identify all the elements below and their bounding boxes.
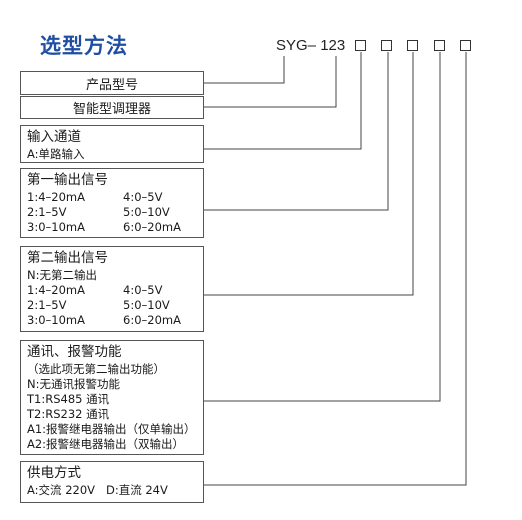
box-comm-alarm: 通讯、报警功能 （选此项无第二输出功能） N:无通讯报警功能 T1:RS485 … [20,340,204,455]
input-channel-option: A:单路输入 [27,147,85,161]
model-prefix: SYG– [276,37,317,54]
first-output-option: 4:0–5V [123,190,163,204]
connector-input [203,52,362,150]
first-output-option: 3:0–10mA [27,220,85,234]
connector-comm-alarm [203,52,441,402]
first-output-option: 5:0–10V [123,205,170,219]
power-title: 供电方式 [27,465,81,481]
connector-first-output [203,52,389,211]
code-slot-3 [407,40,418,51]
first-output-option: 6:0–20mA [123,220,181,234]
model-number: 123 [320,37,346,54]
box-power: 供电方式 A:交流 220V D:直流 24V [20,461,204,503]
power-option-ac: A:交流 220V [27,483,96,497]
second-output-title: 第二输出信号 [27,250,108,266]
code-slot-1 [355,40,366,51]
comm-alarm-line: （选此项无第二输出功能） [27,362,165,376]
comm-alarm-title: 通讯、报警功能 [27,344,122,360]
connector-power [203,52,467,486]
first-output-title: 第一输出信号 [27,172,108,188]
comm-alarm-line: A2:报警继电器输出（双输出） [27,437,185,451]
second-output-option: 5:0–10V [123,298,170,312]
box-product-model-label: 产品型号 [85,77,138,93]
second-output-option: 1:4–20mA [27,283,85,297]
box-input-channel: 输入通道 A:单路输入 [20,125,204,163]
code-slot-2 [381,40,392,51]
second-output-option: 3:0–10mA [27,313,85,327]
second-output-option: 2:1–5V [27,298,67,312]
connector-second-output [203,52,414,296]
code-slot-5 [460,40,471,51]
second-output-note: N:无第二输出 [27,268,97,282]
box-second-output: 第二输出信号 N:无第二输出 1:4–20mA 4:0–5V 2:1–5V 5:… [20,246,204,332]
comm-alarm-line: N:无通讯报警功能 [27,377,120,391]
model-code: SYG– 123 [276,37,345,54]
comm-alarm-line: T1:RS485 通讯 [27,392,110,406]
box-first-output: 第一输出信号 1:4–20mA 4:0–5V 2:1–5V 5:0–10V 3:… [20,168,204,238]
connector-controller [203,56,337,108]
second-output-option: 6:0–20mA [123,313,181,327]
first-output-option: 2:1–5V [27,205,67,219]
comm-alarm-line: A1:报警继电器输出（仅单输出） [27,422,196,436]
second-output-option: 4:0–5V [123,283,163,297]
connector-product-model [203,56,285,84]
page-title: 选型方法 [40,34,128,58]
comm-alarm-line: T2:RS232 通讯 [27,407,110,421]
first-output-option: 1:4–20mA [27,190,85,204]
box-product-model: 产品型号 [20,71,204,95]
box-controller-label: 智能型调理器 [72,102,151,117]
input-channel-title: 输入通道 [27,129,81,145]
power-option-dc: D:直流 24V [105,483,168,497]
code-slot-4 [434,40,445,51]
box-controller: 智能型调理器 [20,96,204,119]
